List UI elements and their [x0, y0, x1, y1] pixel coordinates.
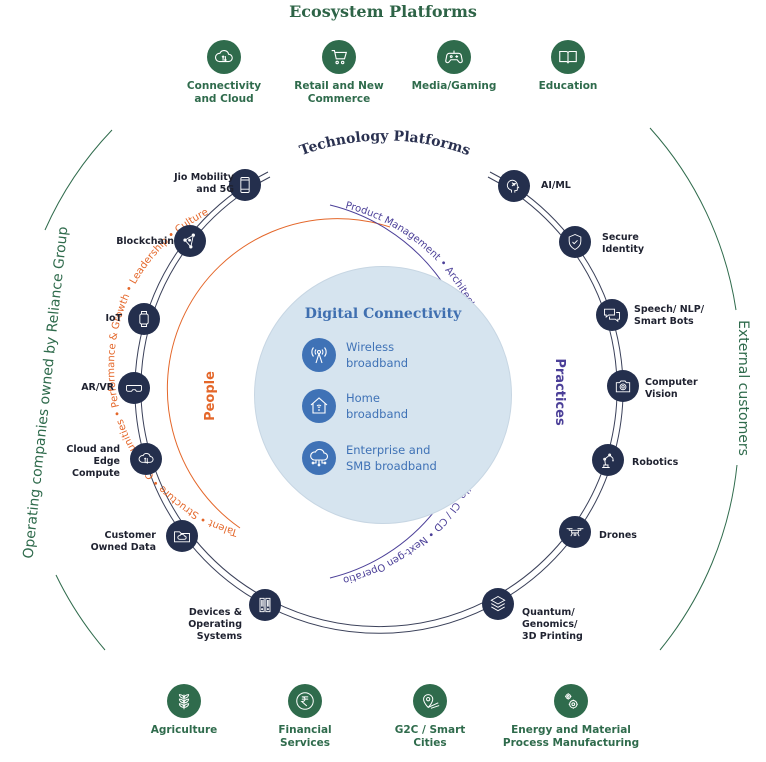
tech-node-iot[interactable]: [128, 303, 160, 335]
people-arc-text: Talent • Structure • Communities • Perfo…: [106, 207, 240, 538]
tech-node-customer-data[interactable]: [166, 520, 198, 552]
digital-connectivity-title: Digital Connectivity: [304, 306, 462, 322]
right-side-label: External customers: [735, 320, 751, 456]
home-wifi-icon: [302, 389, 336, 423]
tech-label-ai-ml: AI/ML: [541, 180, 571, 191]
gears-icon: [554, 684, 588, 718]
core-item-label: broadband: [346, 407, 409, 421]
blockchain-icon: [183, 233, 195, 249]
ecosystem-label: Connectivity: [186, 80, 262, 92]
gamepad-icon: [437, 40, 471, 74]
tech-node-devices-os[interactable]: [249, 589, 281, 621]
ecosystem-platforms-title: Ecosystem Platforms: [289, 2, 477, 21]
core-item-label: Home: [346, 391, 380, 405]
tech-node-quantum[interactable]: [482, 588, 514, 620]
practices-title: Practices: [552, 358, 567, 426]
tech-label-quantum: Quantum/Genomics/3D Printing: [522, 607, 583, 642]
core-item-home[interactable]: Home broadband: [302, 389, 408, 423]
industry-label: G2C / Smart: [394, 724, 466, 736]
tech-label-speech-nlp: Speech/ NLP/Smart Bots: [634, 304, 705, 327]
tech-node-speech-nlp[interactable]: [596, 299, 628, 331]
tech-label-drones: Drones: [599, 530, 637, 541]
tech-label-ar-vr: AR/VR: [81, 382, 114, 393]
right-side-arc-bottom: [659, 464, 738, 651]
left-side-label: Operating companies owned by Reliance Gr…: [21, 226, 72, 560]
industry-label: Cities: [413, 737, 447, 749]
cloud-compute-icon: [138, 453, 154, 464]
tech-label-blockchain: Blockchain: [116, 236, 174, 247]
left-side-arc-bottom: [55, 574, 106, 651]
vr-headset-icon: [126, 385, 142, 392]
smartwatch-icon: [139, 311, 149, 327]
ecosystem-label: Media/Gaming: [411, 80, 497, 92]
core-item-label: SMB broadband: [346, 459, 437, 473]
tech-node-blockchain[interactable]: [174, 225, 206, 257]
ecosystem-label: and Cloud: [194, 93, 254, 105]
tech-node-computer-vision[interactable]: [607, 370, 639, 402]
server-icon: [259, 597, 271, 613]
tech-node-ai-ml[interactable]: [498, 170, 530, 202]
shield-check-icon: [568, 234, 582, 251]
ecosystem-label: Retail and New: [294, 80, 384, 92]
chat-bubbles-icon: [604, 308, 620, 323]
people-arc-line: [166, 218, 391, 529]
right-side-arc-top: [649, 127, 737, 311]
ecosystem-label: Education: [538, 80, 598, 92]
tech-node-drones[interactable]: [559, 516, 591, 548]
tech-node-robotics[interactable]: [592, 444, 624, 476]
tech-node-jio-mobility[interactable]: [229, 169, 261, 201]
rupee-icon: [288, 684, 322, 718]
industry-label: Services: [280, 737, 330, 749]
tech-node-secure-identity[interactable]: [559, 226, 591, 258]
digital-connectivity-core: [254, 266, 512, 524]
left-side-arc-top: [44, 129, 113, 231]
camera-icon: [615, 380, 631, 393]
people-title: People: [203, 371, 218, 421]
book-icon: [551, 40, 585, 74]
tech-node-ar-vr[interactable]: [118, 372, 150, 404]
drone-icon: [566, 528, 584, 537]
ecosystem-label: Commerce: [307, 93, 371, 105]
ai-head-icon: [506, 179, 520, 193]
tech-label-iot: IoT: [105, 313, 122, 324]
ecosystem-item-media-gaming[interactable]: Media/Gaming: [394, 40, 514, 93]
smartphone-icon: [240, 177, 250, 193]
layers-icon: [490, 595, 506, 612]
tech-label-robotics: Robotics: [632, 457, 679, 468]
tech-node-cloud-edge[interactable]: [130, 443, 162, 475]
industry-label: Energy and Material: [511, 724, 631, 736]
technology-platforms-title: Technology Platforms: [298, 128, 473, 159]
shopping-cart-icon: [322, 40, 356, 74]
core-item-label: broadband: [346, 356, 409, 370]
core-item-wireless[interactable]: Wireless broadband: [302, 338, 408, 372]
industry-label: Agriculture: [150, 724, 218, 736]
core-item-label: Wireless: [346, 340, 395, 354]
wireless-tower-icon: [302, 338, 336, 372]
industry-item-agriculture[interactable]: Agriculture: [124, 684, 244, 737]
ecosystem-item-education[interactable]: Education: [508, 40, 628, 93]
industry-label: Financial: [278, 724, 332, 736]
plant-icon: [167, 684, 201, 718]
core-item-label: Enterprise and: [346, 443, 431, 457]
map-pin-icon: [413, 684, 447, 718]
cloud-network-icon: [302, 441, 336, 475]
industry-label: Process Manufacturing: [502, 737, 640, 749]
cloud-sync-icon: [207, 40, 241, 74]
robot-arm-icon: [602, 453, 614, 468]
folder-cloud-icon: [174, 531, 190, 543]
